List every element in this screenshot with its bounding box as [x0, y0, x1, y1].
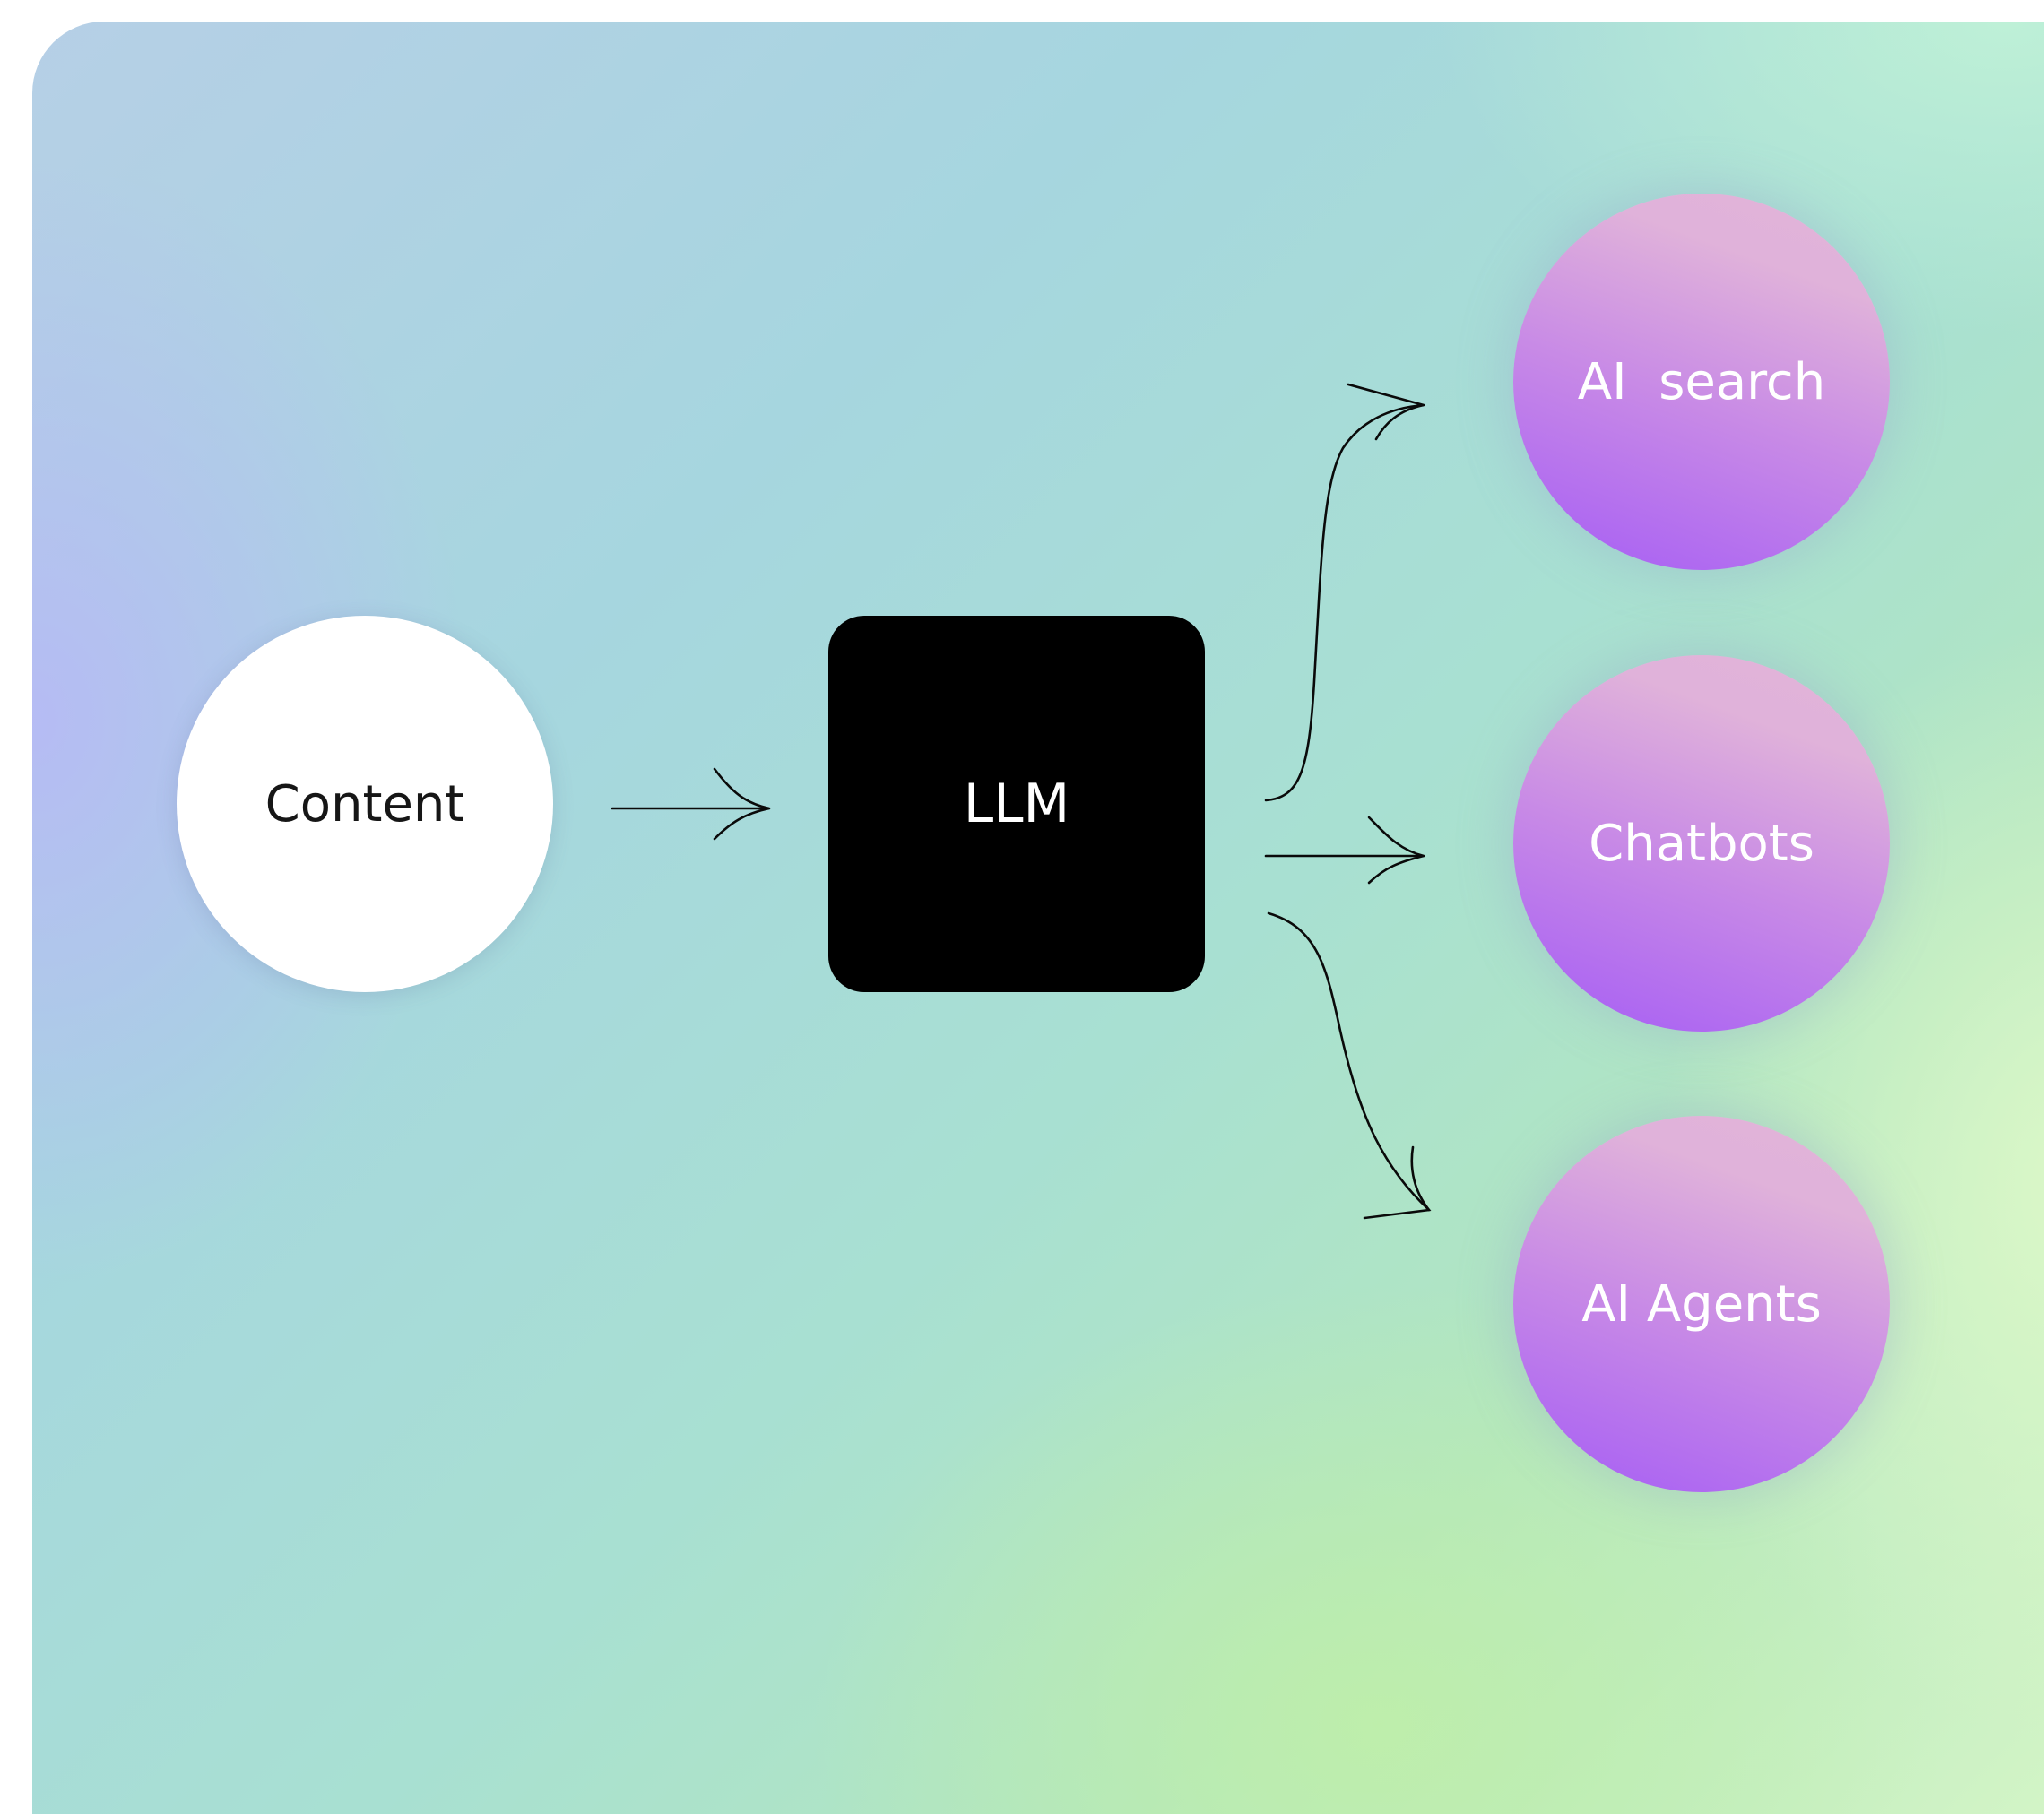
llm-node: LLM: [828, 616, 1205, 992]
content-label: Content: [264, 774, 465, 834]
chatbots-node: Chatbots: [1513, 655, 1890, 1032]
ai-search-label: AI search: [1577, 352, 1826, 411]
chatbots-label: Chatbots: [1589, 814, 1814, 873]
ai-search-node: AI search: [1513, 194, 1890, 570]
ai-agents-node: AI Agents: [1513, 1116, 1890, 1492]
llm-label: LLM: [963, 773, 1070, 835]
ai-agents-label: AI Agents: [1581, 1274, 1822, 1334]
content-node: Content: [177, 616, 553, 992]
